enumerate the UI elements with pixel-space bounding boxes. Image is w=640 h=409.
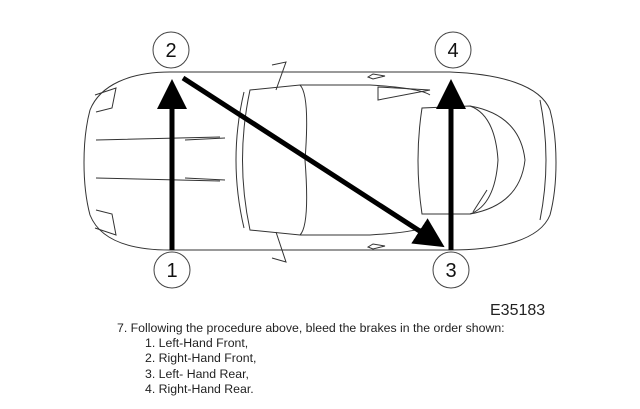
wheel-label-4: 4	[447, 40, 458, 62]
list-item: 1. Left-Hand Front,	[145, 336, 249, 350]
bleed-order-list: 1. Left-Hand Front, 2. Right-Hand Front,…	[145, 336, 256, 398]
car-diagram: 1 2 3 4	[83, 31, 557, 289]
wheel-marker-4	[434, 31, 472, 69]
wheel-label-2: 2	[165, 40, 176, 62]
car-outline	[83, 61, 557, 263]
bleed-order-arrows	[157, 75, 466, 250]
wheel-label-3: 3	[445, 260, 456, 282]
arrow-2-to-3	[181, 75, 445, 248]
figure-id: E35183	[490, 302, 546, 319]
wheel-marker-2	[152, 31, 190, 69]
wheel-marker-3	[432, 251, 470, 289]
wheel-label-1: 1	[166, 260, 177, 282]
instruction-step: 7. Following the procedure above, bleed …	[117, 321, 505, 335]
wheel-marker-1	[153, 251, 191, 289]
list-item: 3. Left- Hand Rear,	[145, 366, 249, 381]
list-item: 4. Right-Hand Rear.	[145, 382, 254, 397]
list-item: 2. Right-Hand Front,	[145, 351, 257, 366]
